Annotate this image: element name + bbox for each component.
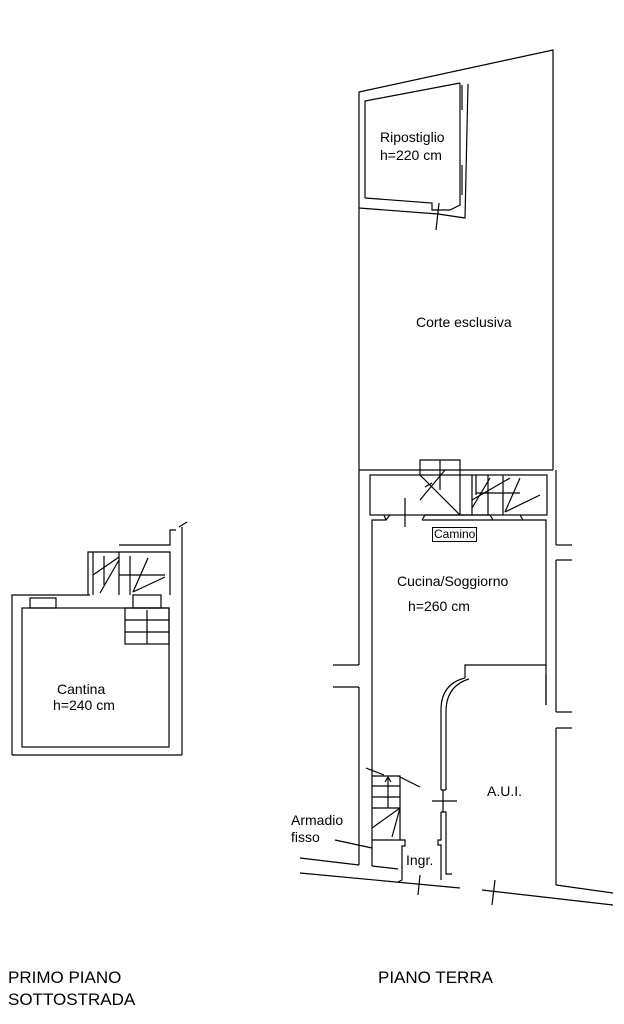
stairs-ground [369, 459, 548, 527]
stairs-armadio [365, 767, 421, 840]
house-walls [299, 470, 614, 906]
room-label-camino: Camino [432, 527, 478, 542]
label-armadio-fisso: fisso [291, 829, 320, 845]
cantina-walls [11, 521, 188, 756]
room-label-aui: A.U.I. [487, 783, 523, 799]
corte-outline [358, 49, 554, 471]
room-label-ingresso: Ingr. [406, 852, 434, 868]
title-primo-piano: PRIMO PIANO [8, 968, 122, 987]
label-armadio: Armadio [291, 812, 344, 828]
room-label-corte: Corte esclusiva [416, 314, 512, 330]
room-height-ripostiglio: h=220 cm [380, 147, 442, 163]
room-height-cantina: h=240 cm [53, 697, 115, 713]
room-height-cucina: h=260 cm [408, 598, 470, 614]
room-label-ripostiglio: Ripostiglio [380, 129, 445, 145]
ripostiglio-walls [358, 82, 469, 231]
room-label-cantina: Cantina [57, 681, 106, 697]
room-label-cucina: Cucina/Soggiorno [397, 573, 509, 589]
title-piano-terra: PIANO TERRA [378, 968, 493, 987]
title-sottostrada: SOTTOSTRADA [8, 990, 136, 1009]
